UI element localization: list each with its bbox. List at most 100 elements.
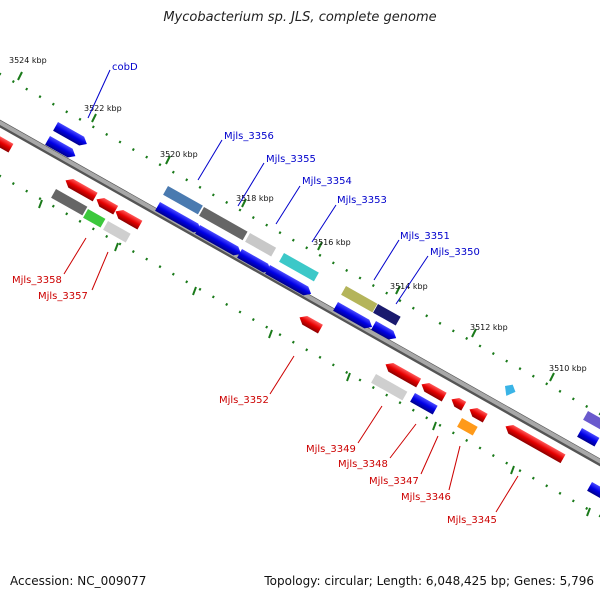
- gene-mjls-3355[interactable]: [199, 207, 248, 241]
- label-mjls-3348[interactable]: Mjls_3348: [338, 459, 388, 470]
- tick-dot: [371, 386, 375, 390]
- gene-mjls-3357[interactable]: [103, 221, 131, 243]
- gene-reverse-c[interactable]: [113, 207, 143, 230]
- tick-dot: [585, 404, 589, 408]
- major-tick: [91, 113, 97, 123]
- gene-mjls-3348[interactable]: [419, 380, 447, 402]
- gene-mjls-3346[interactable]: [457, 418, 478, 436]
- tick-dot: [25, 189, 29, 193]
- tick-dot: [265, 223, 269, 227]
- tick-dot: [171, 170, 175, 174]
- label-mjls-3353[interactable]: Mjls_3353: [337, 195, 387, 206]
- gene-mjls-3358[interactable]: [51, 189, 88, 216]
- tick-dot: [198, 185, 202, 189]
- gene-reverse-d[interactable]: [383, 360, 422, 388]
- label-mjls-3357[interactable]: Mjls_3357: [38, 291, 88, 302]
- tick-dot: [291, 238, 295, 242]
- gene-mjls-3349[interactable]: [371, 374, 408, 401]
- label-mjls-3355[interactable]: Mjls_3355: [266, 154, 316, 165]
- tick-dot: [531, 476, 535, 480]
- tick-dot: [571, 397, 575, 401]
- tick-dot: [438, 321, 442, 325]
- tick-dot: [545, 484, 549, 488]
- leader-mjls-3355: [237, 162, 265, 207]
- leader-mjls-3357: [91, 251, 109, 291]
- gene-small-cyan[interactable]: [501, 382, 518, 399]
- tick-dot: [505, 461, 509, 465]
- gene-mjls-3357-green[interactable]: [83, 209, 106, 228]
- tick-dot: [118, 242, 122, 246]
- gene-mjls-3353[interactable]: [279, 253, 319, 282]
- gene-edge-red[interactable]: [0, 134, 14, 153]
- label-mjls-3354[interactable]: Mjls_3354: [302, 176, 352, 187]
- tick-dot: [91, 227, 95, 231]
- label-mjls-3350[interactable]: Mjls_3350: [430, 247, 480, 258]
- tick-dot: [211, 295, 215, 299]
- tick-dot: [345, 268, 349, 272]
- tick-dot: [358, 276, 362, 280]
- leader-mjls-3356: [197, 139, 223, 181]
- label-mjls-3358[interactable]: Mjls_3358: [12, 275, 62, 286]
- gene-forward-e[interactable]: [333, 302, 374, 331]
- label-mjls-3352[interactable]: Mjls_3352: [219, 395, 269, 406]
- tick-dot: [65, 110, 69, 114]
- tick-dot: [0, 72, 2, 76]
- gene-reverse-b[interactable]: [94, 195, 119, 215]
- tick-dot: [131, 148, 135, 152]
- tick-dot: [265, 325, 269, 329]
- leader-mjls-3354: [275, 185, 301, 225]
- tick-dot: [478, 446, 482, 450]
- gene-cobd-2[interactable]: [45, 136, 78, 160]
- gene-reverse-a[interactable]: [63, 176, 98, 202]
- tick-dot: [225, 200, 229, 204]
- major-tick: [268, 329, 273, 339]
- major-tick: [471, 328, 477, 338]
- gene-mjls-3352[interactable]: [297, 313, 323, 334]
- gene-edge-blue-b[interactable]: [587, 482, 600, 501]
- tick-dot: [571, 499, 575, 503]
- tick-tracks: [0, 71, 600, 518]
- gene-forward-a[interactable]: [155, 202, 203, 235]
- gene-mjls-3356[interactable]: [163, 186, 203, 215]
- scale-label-3520: 3520 kbp: [160, 150, 198, 159]
- label-mjls-3349[interactable]: Mjls_3349: [306, 444, 356, 455]
- gene-mjls-3345[interactable]: [503, 422, 566, 464]
- gene-mjls-3351[interactable]: [341, 286, 378, 313]
- gene-forward-f[interactable]: [371, 321, 399, 342]
- tick-dot: [358, 378, 362, 382]
- tick-dot: [11, 80, 15, 84]
- label-mjls-3356[interactable]: Mjls_3356: [224, 131, 274, 142]
- tick-dot: [331, 261, 335, 265]
- scale-label-3518: 3518 kbp: [236, 194, 274, 203]
- label-mjls-3351[interactable]: Mjls_3351: [400, 231, 450, 242]
- gene-forward-d[interactable]: [265, 265, 313, 298]
- gene-mjls-3347[interactable]: [449, 395, 467, 411]
- tick-dot: [225, 302, 229, 306]
- gene-edge-purple[interactable]: [583, 411, 600, 430]
- tick-dot: [491, 352, 495, 356]
- tick-dot: [385, 291, 389, 295]
- gene-cobd[interactable]: [53, 122, 89, 148]
- label-mjls-3346[interactable]: Mjls_3346: [401, 492, 451, 503]
- gene-forward-b[interactable]: [195, 225, 243, 258]
- gene-forward-c[interactable]: [237, 249, 273, 275]
- label-mjls-3345[interactable]: Mjls_3345: [447, 515, 497, 526]
- gene-mjls-3354[interactable]: [245, 233, 277, 257]
- tick-dot: [451, 329, 455, 333]
- major-tick: [395, 285, 401, 295]
- tick-dot: [11, 182, 15, 186]
- tick-dot: [345, 370, 349, 374]
- gene-mjls-3350[interactable]: [373, 304, 401, 326]
- major-tick: [165, 155, 171, 165]
- label-cobd[interactable]: cobD: [112, 62, 138, 73]
- tick-dot: [51, 204, 55, 208]
- gene-edge-blue-a[interactable]: [577, 428, 600, 447]
- gene-mjls-3348-fwd[interactable]: [410, 392, 438, 415]
- tick-dot: [145, 257, 149, 261]
- tick-dot: [398, 299, 402, 303]
- tick-dot: [25, 87, 29, 91]
- major-tick: [432, 421, 437, 431]
- tick-dot: [211, 193, 215, 197]
- gene-reverse-e[interactable]: [467, 405, 488, 423]
- label-mjls-3347[interactable]: Mjls_3347: [369, 476, 419, 487]
